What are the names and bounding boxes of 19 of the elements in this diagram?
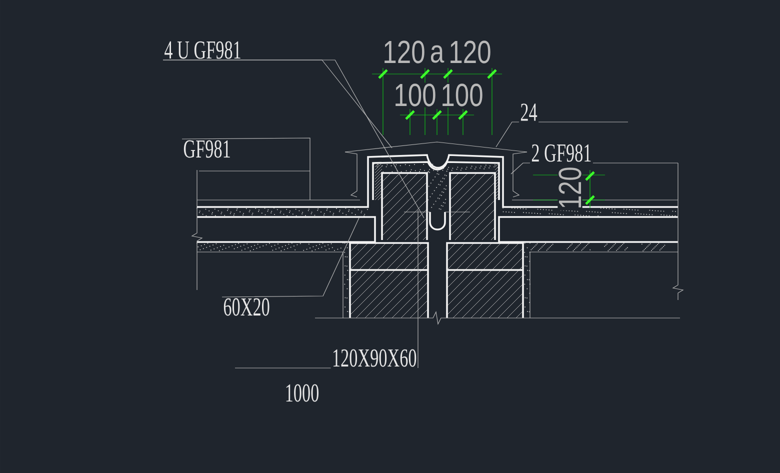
dimension-text: 100 [440, 82, 484, 108]
callout-text: 4 U GF981 [164, 41, 240, 59]
leader-line [182, 138, 310, 200]
leader-line [222, 218, 360, 298]
dimension-text: 100 [392, 82, 438, 108]
leader-line [510, 162, 678, 174]
leader-line [234, 210, 418, 368]
leader-line [496, 122, 628, 148]
callout-text: 24 [520, 104, 538, 121]
leader-line [162, 60, 424, 218]
callout-text: 2 GF981 [532, 144, 591, 162]
dimension-text: 120 [382, 40, 426, 64]
dimension-text: 120 [448, 40, 492, 64]
dimension-text: 120 [558, 166, 582, 210]
dimension-text: 1000 [286, 384, 318, 402]
callout-text: 60X20 [224, 298, 270, 316]
callout-text: GF981 [184, 140, 230, 158]
dimension-text: a [428, 44, 446, 64]
callout-text: 120X90X60 [333, 349, 416, 367]
